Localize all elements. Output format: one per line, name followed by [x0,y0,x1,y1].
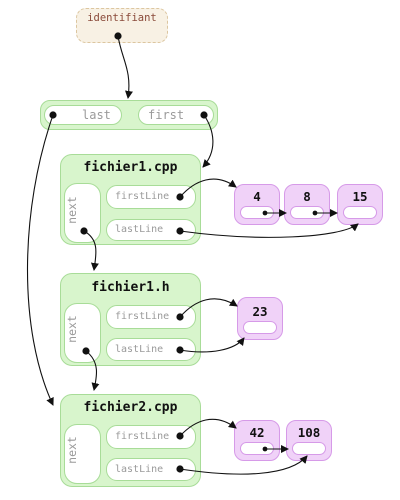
next-field [64,303,101,363]
pointer-dot [176,313,184,321]
first-line-label: firstLine [115,311,170,322]
line-value: 4 [253,189,261,204]
file-name: fichier1.h [91,280,170,295]
last-line-arrow [179,337,245,353]
line-value: 8 [303,189,311,204]
line-value: 15 [352,189,368,204]
pointer-dot [114,32,122,40]
pointer-dot [262,446,268,452]
identifier-label: identifiant [87,12,157,24]
next-file-arrow [83,230,99,271]
pointer-dot [262,210,268,216]
pointer-dot [176,346,184,354]
identifier-node [76,8,168,43]
last-line-label: lastLine [115,224,164,235]
first-line-label: firstLine [115,431,170,442]
last-line-label: lastLine [115,344,164,355]
pointer-dot [176,193,184,201]
line-value: 108 [297,425,321,440]
last-line-field [106,458,196,481]
pointer-dot [80,227,88,235]
last-line-arrow [179,455,308,475]
next-pointer-slot [243,321,277,334]
last-line-label: lastLine [115,464,164,475]
first-line-arrow [179,178,237,198]
pointer-dot [176,227,184,235]
identifier-pointer-arrow [117,35,133,99]
line-node [234,420,280,461]
file-name: fichier1.cpp [83,160,178,175]
first-field [138,105,214,125]
pointer-dot [176,432,184,440]
first-pointer-arrow [202,114,214,168]
last-field [44,105,122,125]
pointer-dot [49,111,57,119]
pointer-dot [312,210,318,216]
first-line-arrow [179,418,237,437]
last-pointer-arrow [26,114,54,406]
first-line-arrow [179,298,238,318]
next-field [64,424,101,484]
first-line-label: firstLine [115,191,170,202]
pointer-dot [200,111,208,119]
pointer-dot [176,465,184,473]
pointer-dot [82,347,90,355]
line-value: 23 [252,304,268,319]
line-value: 42 [249,425,265,440]
pointer-dots [49,32,318,473]
last-label: last [82,108,111,122]
last-line-field [106,219,196,241]
next-pointer-slot [343,206,377,219]
file-name: fichier2.cpp [83,400,178,415]
next-pointer-slot [292,442,326,455]
first-label: first [148,108,185,122]
last-line-field [106,338,196,361]
last-line-arrow [179,223,359,238]
next-file-arrow [85,350,100,391]
